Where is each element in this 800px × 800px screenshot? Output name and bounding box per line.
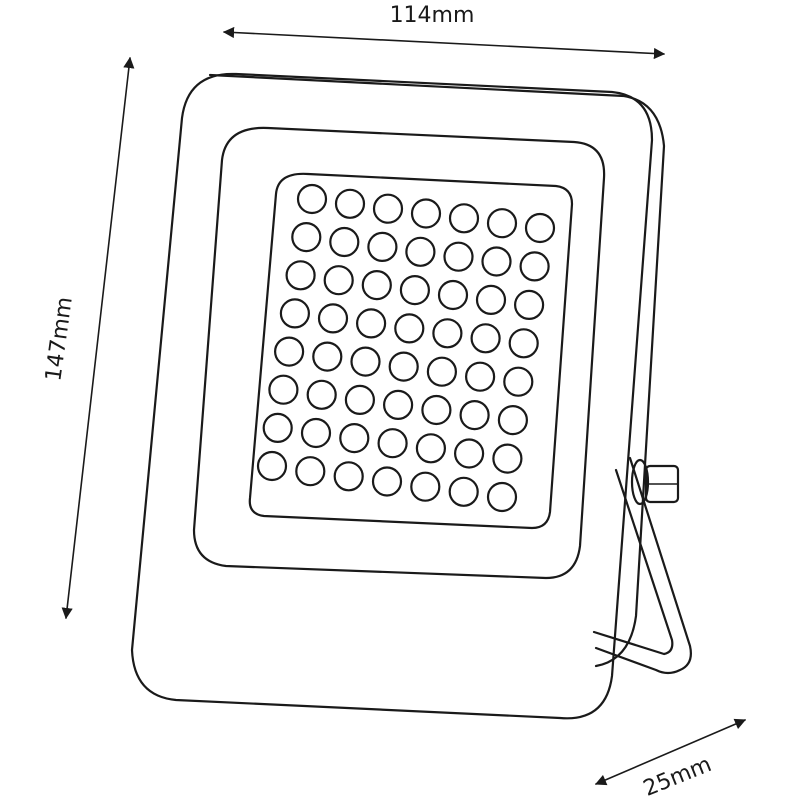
led-chip bbox=[415, 433, 446, 464]
led-chip bbox=[503, 366, 534, 397]
led-panel bbox=[248, 172, 574, 530]
led-chip bbox=[513, 289, 545, 320]
led-chip bbox=[410, 198, 442, 229]
led-chip bbox=[426, 356, 457, 387]
led-chip bbox=[399, 275, 430, 306]
led-chip bbox=[524, 212, 556, 244]
led-chip bbox=[459, 400, 490, 431]
led-chip bbox=[356, 308, 387, 339]
led-chip bbox=[465, 361, 496, 392]
led-chip bbox=[432, 318, 463, 349]
led-chip bbox=[306, 379, 337, 410]
led-chip bbox=[333, 461, 364, 492]
led-chip bbox=[350, 346, 381, 377]
led-chip bbox=[295, 456, 326, 487]
led-chip bbox=[470, 323, 501, 354]
led-chip bbox=[394, 313, 425, 344]
led-chip bbox=[329, 226, 360, 258]
led-chip bbox=[291, 222, 322, 253]
led-chip bbox=[437, 279, 469, 311]
led-chip bbox=[492, 443, 523, 474]
led-chip bbox=[448, 203, 480, 234]
led-chip bbox=[312, 341, 343, 372]
led-chip bbox=[344, 384, 375, 415]
led-chip bbox=[486, 481, 518, 513]
mounting-bracket bbox=[592, 456, 692, 675]
depth-dimension-arrow bbox=[594, 718, 747, 786]
led-chip bbox=[486, 208, 518, 239]
housing-depth-edge bbox=[208, 73, 666, 668]
led-chip bbox=[361, 270, 392, 301]
led-chip bbox=[421, 394, 452, 426]
led-chip bbox=[410, 471, 441, 502]
led-chip bbox=[519, 251, 550, 282]
led-chip bbox=[300, 417, 332, 449]
led-chip bbox=[262, 412, 293, 443]
led-chip bbox=[339, 423, 370, 454]
led-chip bbox=[383, 389, 414, 420]
led-chip bbox=[323, 265, 354, 296]
housing-frame bbox=[130, 72, 654, 720]
led-chip bbox=[334, 188, 366, 219]
led-chip bbox=[371, 466, 403, 497]
led-chip bbox=[296, 183, 328, 215]
led-chip bbox=[377, 428, 408, 459]
width-dimension-label: 114mm bbox=[390, 3, 475, 28]
led-chip bbox=[317, 303, 349, 334]
led-chip bbox=[268, 374, 299, 405]
height-dimension-arrow bbox=[61, 56, 135, 620]
width-dimension-arrow bbox=[222, 26, 666, 60]
height-dimension-label: 147mm bbox=[41, 295, 78, 383]
led-chip bbox=[475, 284, 507, 315]
led-chip bbox=[448, 476, 479, 507]
led-chip bbox=[508, 328, 539, 359]
led-array bbox=[256, 183, 556, 513]
led-chip bbox=[285, 260, 316, 291]
led-chip bbox=[497, 405, 529, 436]
led-chip bbox=[279, 298, 310, 329]
led-chip bbox=[481, 246, 512, 277]
led-chip bbox=[256, 450, 288, 482]
led-chip bbox=[274, 336, 305, 367]
led-chip bbox=[372, 193, 404, 224]
led-chip bbox=[443, 241, 474, 272]
led-chip bbox=[454, 438, 485, 469]
inner-bezel bbox=[192, 126, 606, 580]
led-chip bbox=[367, 231, 398, 262]
led-chip bbox=[405, 236, 436, 267]
led-chip bbox=[388, 351, 419, 382]
depth-dimension-label: 25mm bbox=[640, 752, 715, 800]
